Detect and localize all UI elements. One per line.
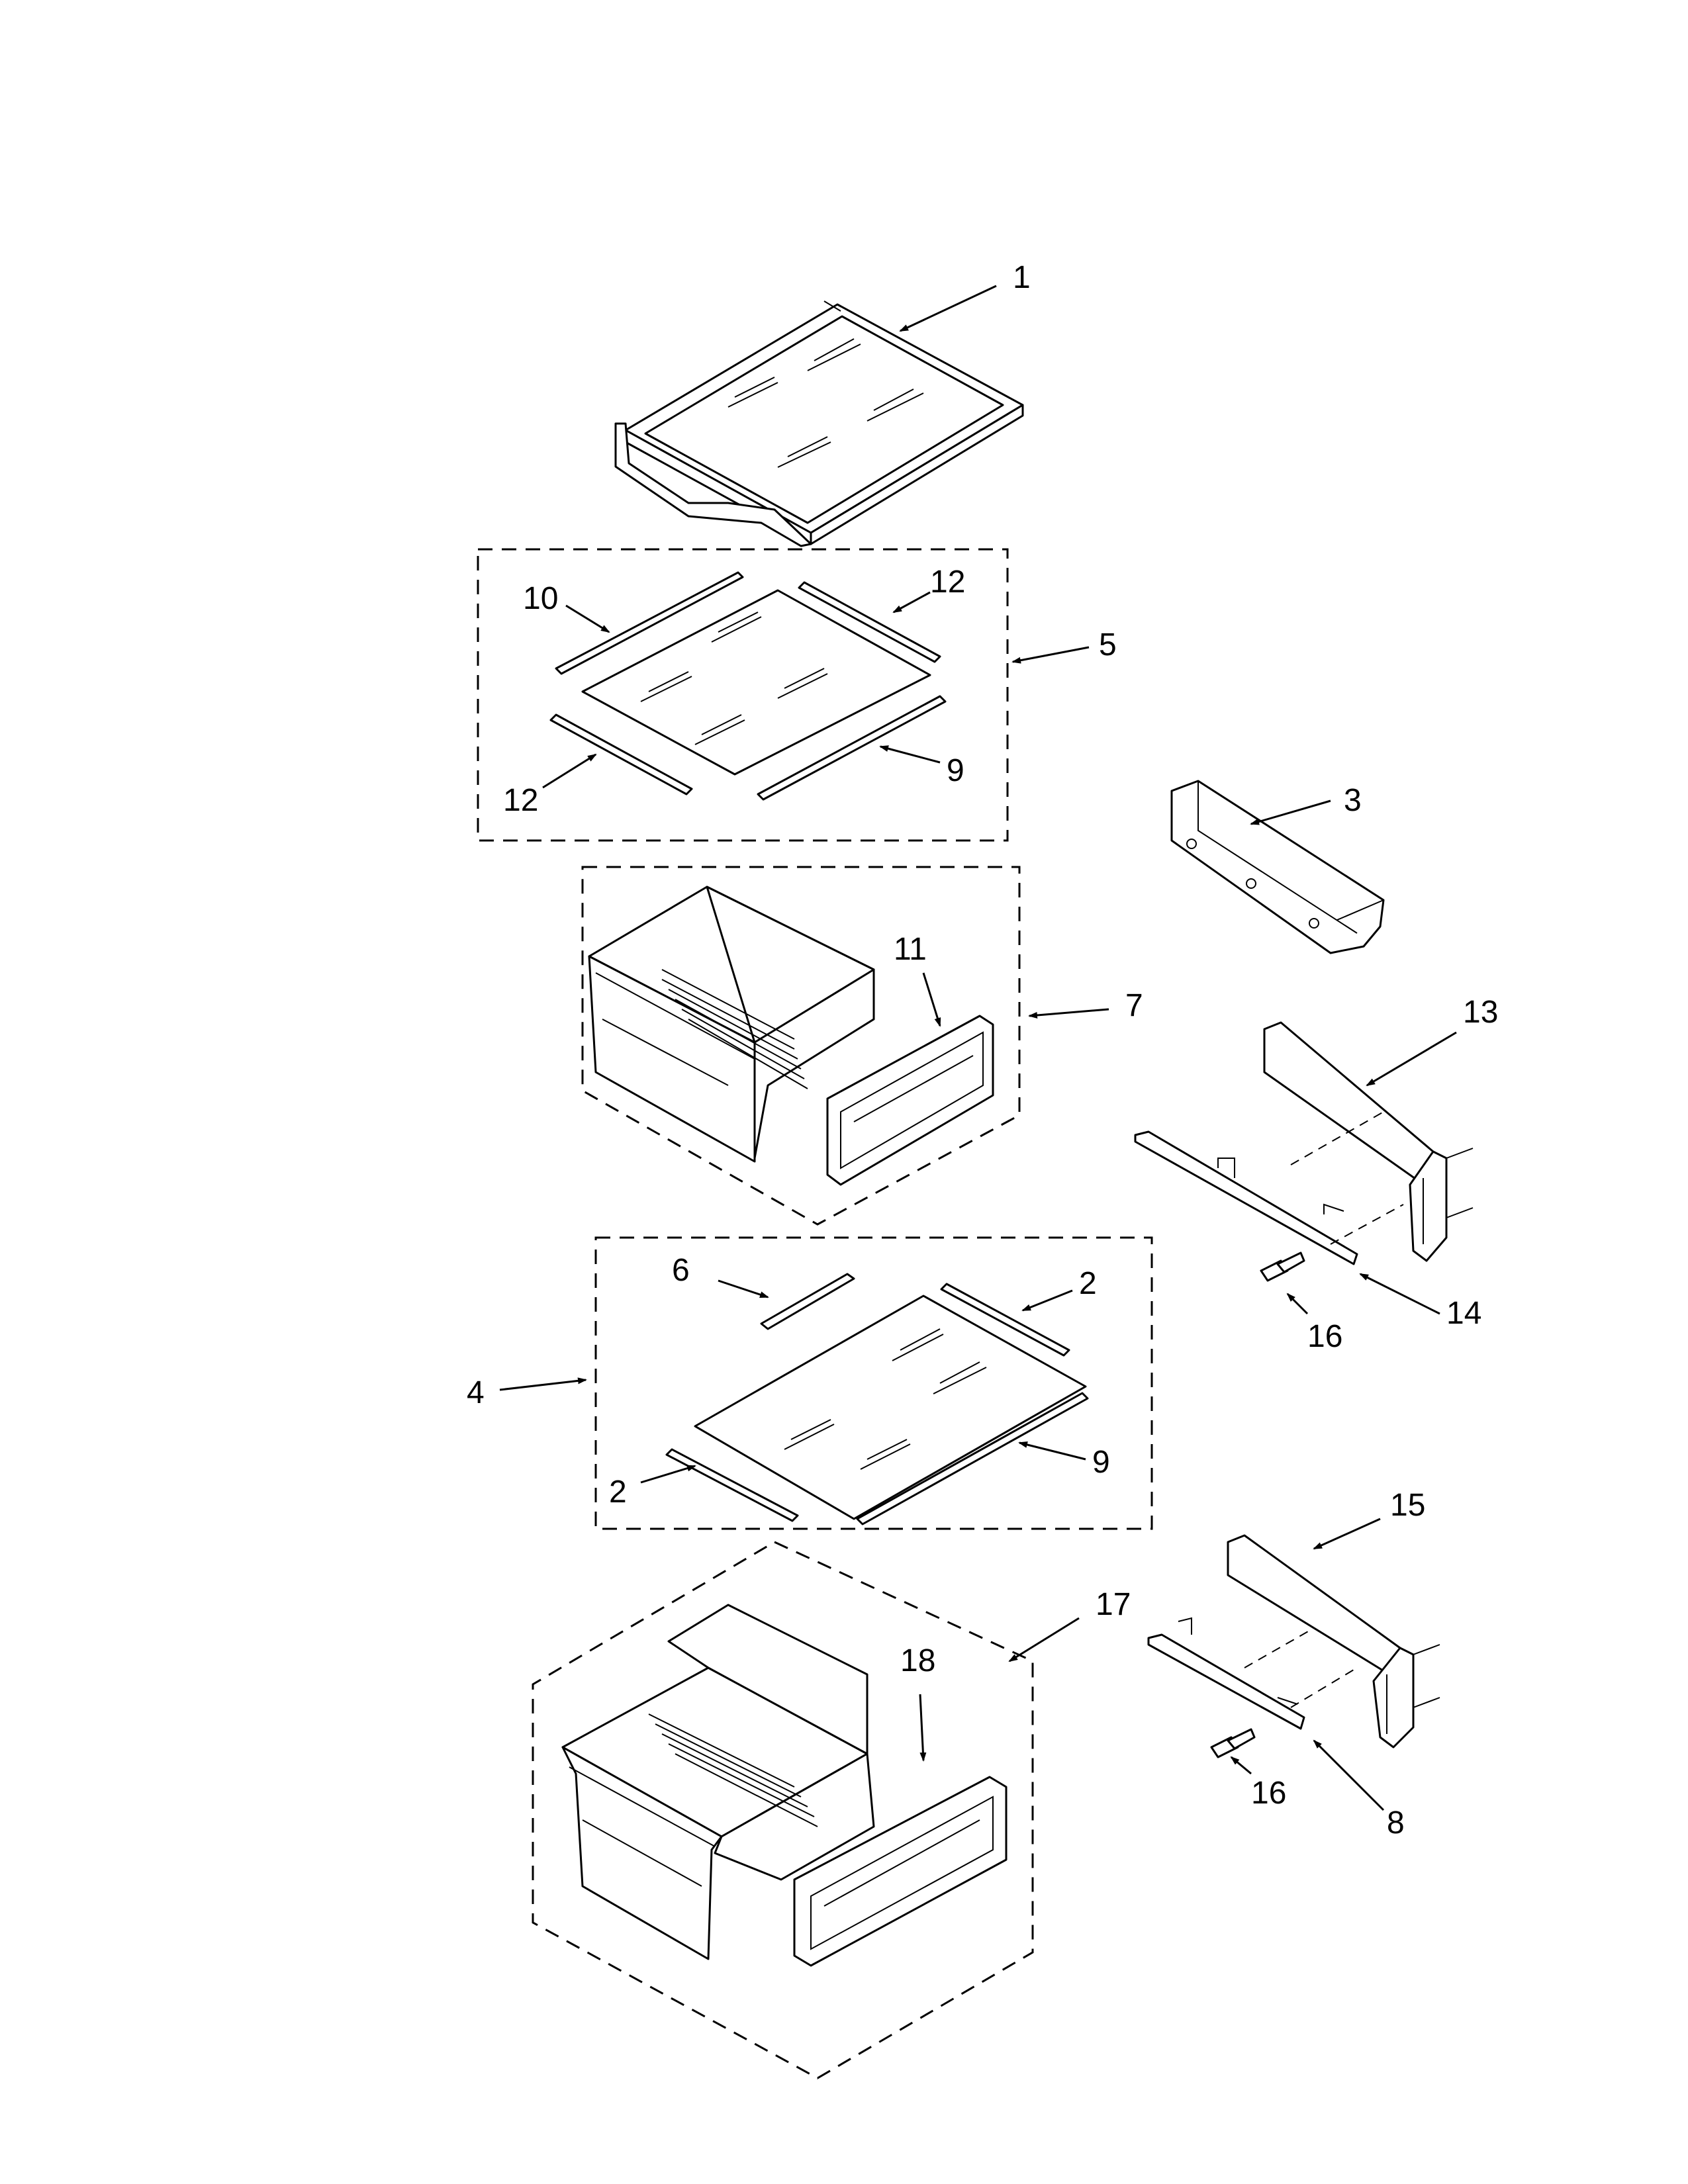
callout-12-upper: 12 [930, 565, 965, 600]
callout-2-upper: 2 [1079, 1266, 1097, 1301]
trim-part-9-upper [757, 695, 947, 801]
callout-18: 18 [900, 1643, 935, 1678]
callout-16-lower: 16 [1251, 1776, 1286, 1811]
leader-16-upper [1286, 1293, 1309, 1315]
trim-part-2-upper [940, 1283, 1070, 1357]
leader-11 [922, 972, 941, 1027]
trim-part-9-lower [856, 1392, 1089, 1525]
crisper-bin-lower [561, 1604, 875, 1960]
leader-9-upper [879, 745, 941, 764]
slide-rail-part-8 [1147, 1617, 1305, 1730]
callout-4: 4 [467, 1375, 485, 1410]
leader-4 [499, 1377, 587, 1391]
leader-16-lower [1230, 1756, 1252, 1775]
crisper-bin-upper [588, 886, 875, 1163]
trim-part-12-lower [549, 713, 693, 796]
trim-part-2-lower [665, 1448, 799, 1522]
callout-17: 17 [1096, 1587, 1131, 1622]
callout-12-lower: 12 [503, 783, 538, 818]
callout-1: 1 [1013, 260, 1031, 295]
callout-10: 10 [523, 581, 558, 616]
trim-part-6 [760, 1273, 855, 1330]
group-box-5 [477, 548, 1009, 842]
leader-8 [1313, 1739, 1385, 1811]
screw-part-16-upper [1260, 1251, 1305, 1282]
callout-3: 3 [1344, 783, 1362, 818]
callout-14: 14 [1446, 1296, 1481, 1331]
crisper-cover-part-18 [793, 1776, 1008, 1967]
leader-10 [565, 604, 610, 633]
group-box-7 [581, 866, 1021, 1226]
callout-5: 5 [1099, 627, 1117, 662]
callout-9-lower: 9 [1092, 1445, 1110, 1480]
leader-14 [1359, 1273, 1440, 1315]
group-box-4 [594, 1236, 1153, 1530]
callout-7: 7 [1125, 988, 1143, 1023]
leader-3 [1250, 799, 1331, 825]
leader-6 [718, 1279, 769, 1298]
slide-cover-part-13 [1263, 1021, 1474, 1262]
group-box-17 [532, 1541, 1034, 2079]
leader-15 [1313, 1518, 1381, 1550]
leader-12-upper [892, 591, 931, 614]
leader-13 [1366, 1031, 1457, 1087]
trim-part-12-upper [798, 581, 941, 663]
leader-12-lower [542, 753, 597, 789]
leader-17 [1008, 1617, 1080, 1662]
hidden-line-15 [1244, 1627, 1358, 1708]
leader-5 [1011, 646, 1090, 664]
screw-part-16-lower [1210, 1728, 1256, 1758]
hidden-line-13 [1290, 1111, 1404, 1245]
leader-7 [1028, 1008, 1109, 1019]
callout-2-lower: 2 [609, 1475, 627, 1510]
leader-18 [919, 1694, 927, 1762]
callout-13: 13 [1463, 995, 1498, 1030]
leader-1 [899, 285, 997, 332]
callout-9-upper: 9 [947, 753, 964, 788]
trim-part-10 [555, 571, 744, 675]
crisper-cover-part-11 [826, 1015, 994, 1186]
shelf-glass-group-4 [694, 1295, 1087, 1520]
shelf-assembly-part-1 [614, 300, 1024, 547]
leader-2-upper [1021, 1289, 1073, 1312]
rail-part-3 [1170, 780, 1385, 954]
leader-2-lower [640, 1465, 696, 1484]
callout-11: 11 [894, 932, 927, 967]
shelf-glass-group-5 [581, 589, 931, 776]
callout-16-upper: 16 [1307, 1319, 1342, 1354]
callout-6: 6 [672, 1253, 690, 1288]
slide-rail-part-14 [1134, 1130, 1358, 1265]
slide-cover-part-15 [1227, 1534, 1440, 1749]
leader-9-lower [1018, 1441, 1086, 1461]
callout-8: 8 [1387, 1805, 1405, 1841]
callout-15: 15 [1390, 1488, 1425, 1523]
